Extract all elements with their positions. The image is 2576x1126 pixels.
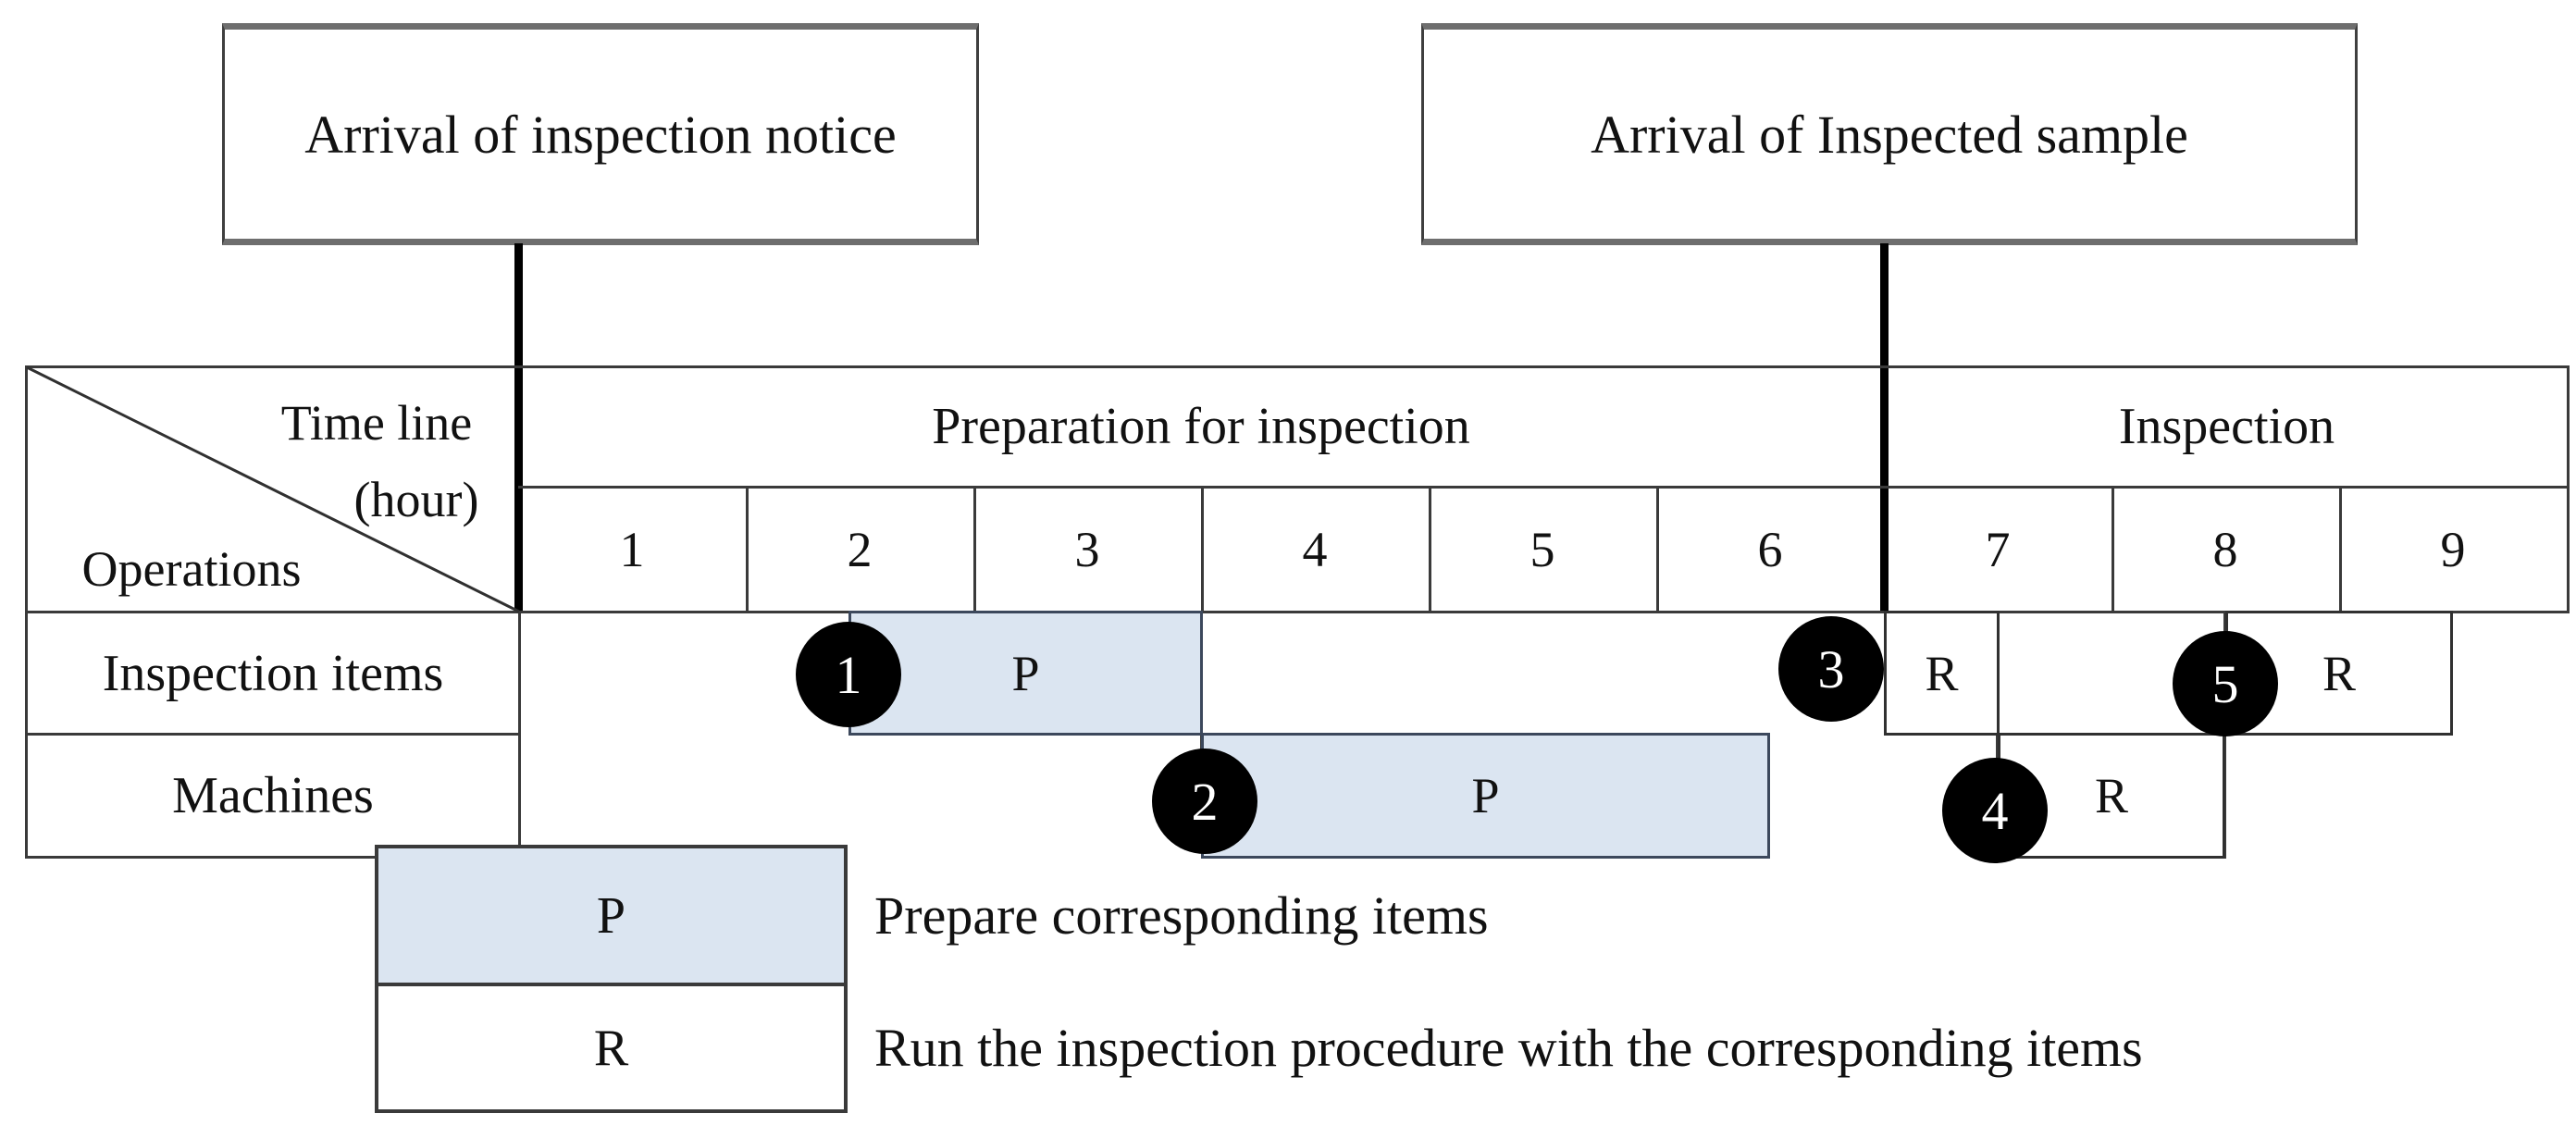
step-circle-1: 1	[796, 622, 901, 727]
bar-op4-label: R	[2094, 768, 2129, 823]
hour-cell-8: 8	[2212, 522, 2238, 577]
header-bottom-border	[25, 611, 2570, 613]
hour-boundary-3-4	[1201, 486, 1204, 613]
legend-swatch-prepare: P	[375, 845, 848, 986]
step-circle-1-number: 1	[835, 644, 862, 705]
hour-boundary-1-2	[746, 486, 749, 613]
table-bottom-left-column	[25, 856, 521, 859]
corner-timeline-label: Time line	[280, 395, 473, 451]
sample-arrival-time-marker-line	[1880, 243, 1889, 613]
bar-op3-label: R	[1925, 645, 1959, 701]
legend-description-prepare: Prepare corresponding items	[874, 885, 1489, 946]
hour-cell-4: 4	[1302, 522, 1328, 577]
step-circle-4-number: 4	[1981, 780, 2009, 841]
table-left-border	[25, 365, 28, 859]
step-circle-2: 2	[1152, 749, 1257, 854]
hour-cell-3: 3	[1074, 522, 1100, 577]
hour-cell-2: 2	[847, 522, 873, 577]
table-top-border	[25, 365, 2570, 368]
diagonal-divider-line	[26, 365, 520, 613]
legend-symbol-p: P	[596, 886, 626, 945]
legend-swatch-run: R	[375, 983, 848, 1113]
step-circle-3-number: 3	[1817, 638, 1845, 699]
phase-inspection-label: Inspection	[2118, 397, 2335, 455]
bar-op2-label: P	[1471, 768, 1500, 823]
hour-boundary-2-3	[973, 486, 976, 613]
event-box-inspected-sample-label: Arrival of Inspected sample	[1591, 104, 2188, 165]
step-circle-2-number: 2	[1191, 771, 1219, 832]
hour-boundary-8-9	[2339, 486, 2342, 613]
bar-op1-prepare-items: P	[848, 611, 1203, 736]
step-circle-5-number: 5	[2211, 653, 2239, 714]
bar-op3-run-items: R	[1884, 611, 2000, 736]
header-band-divider	[518, 486, 2567, 489]
hour-boundary-4-5	[1429, 486, 1431, 613]
hour-boundary-7-8	[2112, 486, 2114, 613]
legend-symbol-r: R	[593, 1019, 629, 1077]
corner-header-cell: Time line (hour) Operations	[25, 365, 521, 613]
hour-cell-6: 6	[1757, 522, 1783, 577]
table-right-border	[2567, 365, 2570, 613]
bar-op5-label: R	[2322, 645, 2357, 701]
step-circle-4: 4	[1942, 758, 2048, 863]
row-divider-left-column	[25, 733, 521, 736]
notice-arrival-time-marker-line	[514, 243, 523, 613]
hour-cell-7: 7	[1985, 522, 2011, 577]
event-box-inspection-notice-label: Arrival of inspection notice	[304, 104, 897, 165]
step-circle-5: 5	[2173, 631, 2278, 736]
legend-description-run: Run the inspection procedure with the co…	[874, 1018, 2143, 1078]
event-box-inspection-notice: Arrival of inspection notice	[222, 23, 979, 245]
hour-cell-1: 1	[619, 522, 645, 577]
bar-op1-label: P	[1011, 645, 1040, 701]
row-label-machines: Machines	[172, 767, 374, 824]
bar-op2-prepare-machines: P	[1201, 733, 1770, 859]
hour-cell-9: 9	[2440, 522, 2466, 577]
corner-hour-unit-label: (hour)	[353, 472, 479, 527]
hour-boundary-5-6	[1656, 486, 1659, 613]
row-label-inspection-items: Inspection items	[102, 644, 444, 702]
event-box-inspected-sample: Arrival of Inspected sample	[1421, 23, 2358, 245]
hour-cell-5: 5	[1530, 522, 1555, 577]
corner-operations-label: Operations	[81, 541, 302, 597]
step-circle-3: 3	[1778, 616, 1884, 722]
left-column-right-border	[518, 611, 521, 859]
phase-preparation-label: Preparation for inspection	[932, 397, 1470, 455]
